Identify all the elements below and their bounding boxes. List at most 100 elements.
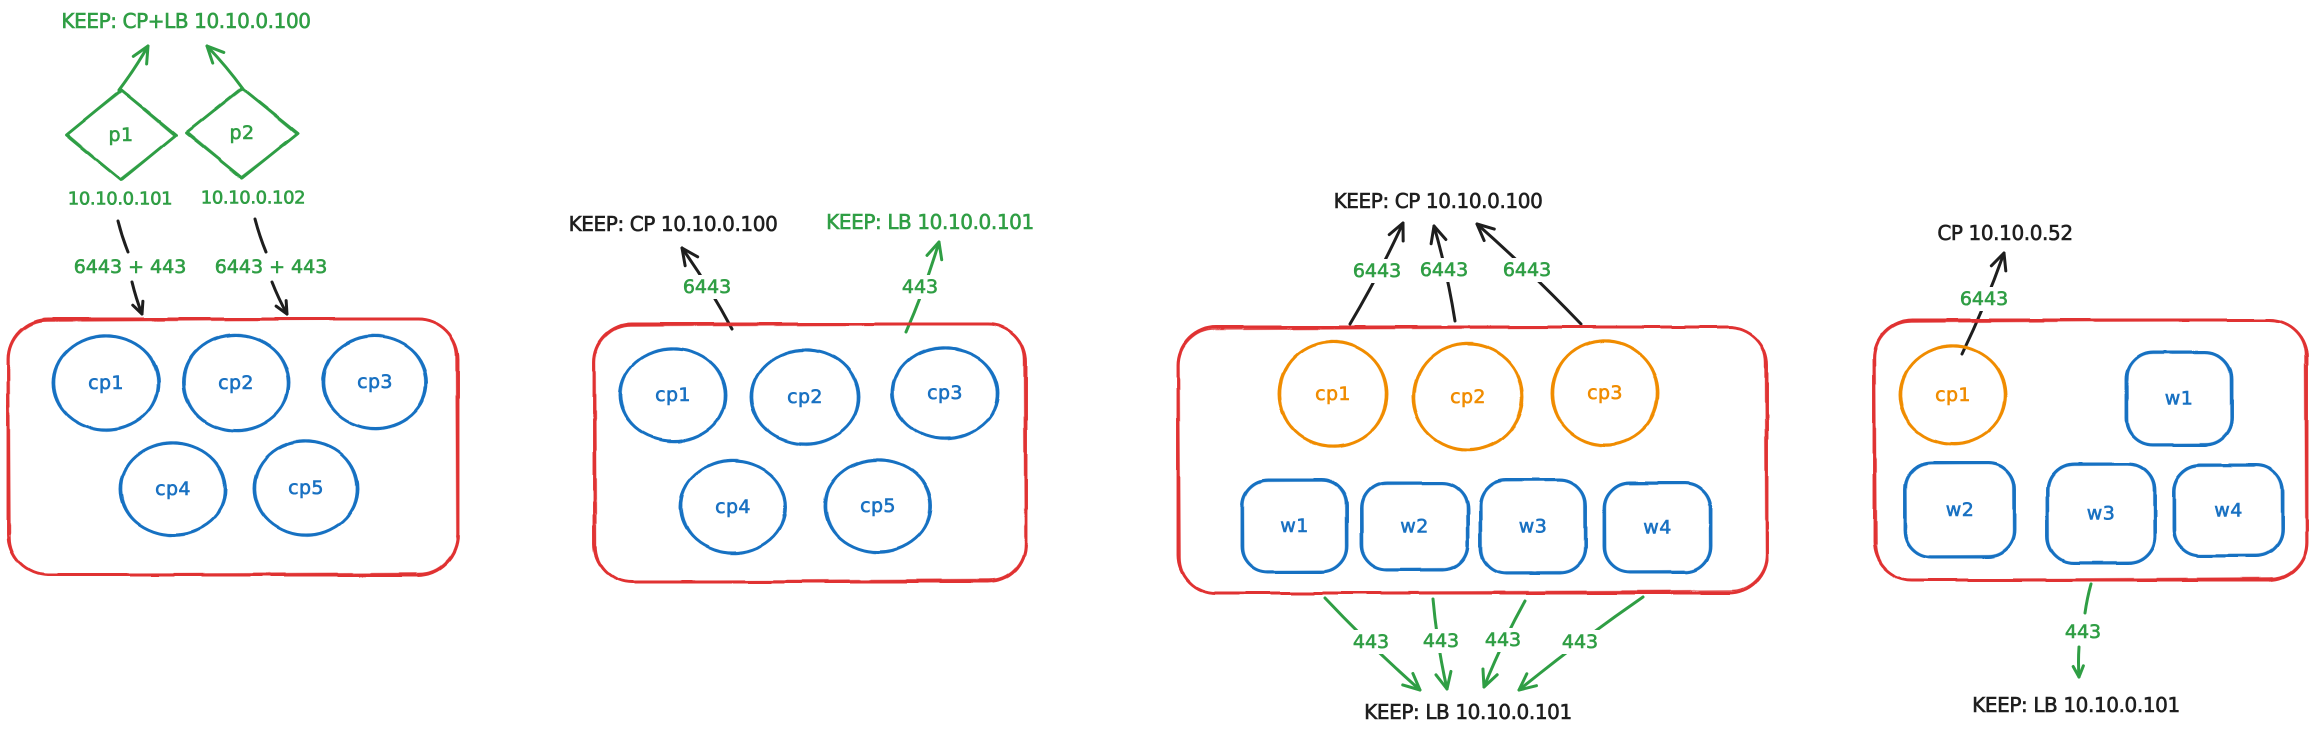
arrow-p1-to-vip-head <box>131 44 150 66</box>
line-p2-to-ports-shaft <box>253 217 268 254</box>
node-w1-shape-overdraw <box>1242 480 1347 572</box>
node-w3-shape <box>1478 478 1588 575</box>
node-cp1-label: cp1 <box>1935 384 1971 406</box>
keep-lb-vip-label-wrap: KEEP: LB 10.10.0.101 <box>1364 700 1573 725</box>
node-cp4: cp4 <box>678 459 788 555</box>
port-443-label-4: 443 <box>1562 631 1598 653</box>
keep-lb-vip-label: KEEP: LB 10.10.0.101 <box>1972 693 2180 717</box>
node-cp2-label: cp2 <box>787 386 823 408</box>
node-cp4-shape-overdraw <box>680 459 786 555</box>
node-p1: p1 <box>64 88 178 182</box>
port-443-label-4-bg <box>1558 630 1602 654</box>
keep-cp-vip-label-wrap: KEEP: CP 10.10.0.100 <box>1333 189 1543 214</box>
arrow-cp1-to-cp-vip-head <box>1387 221 1405 243</box>
node-cp3: cp3 <box>1550 339 1660 447</box>
port-443-label-2: 443 <box>1423 630 1459 652</box>
node-cp2-shape <box>181 333 291 433</box>
line-cluster-to-port <box>2083 582 2093 615</box>
node-cp1-label: cp1 <box>88 372 124 394</box>
keep-cp-vip-label: KEEP: CP 10.10.0.100 <box>569 212 778 236</box>
node-cp1: cp1 <box>618 347 728 443</box>
node-w1-label: w1 <box>2165 388 2193 410</box>
node-cp3-label: cp3 <box>927 382 963 404</box>
node-cp3-shape-overdraw <box>1552 339 1658 447</box>
ip-p2-label-wrap: 10.10.0.102 <box>201 187 306 209</box>
node-w4-shape <box>1602 481 1713 574</box>
arrow-cp3-to-cp-vip-head <box>1475 222 1496 243</box>
node-w3-shape-overdraw <box>2047 464 2155 563</box>
ip-p2-label: 10.10.0.102 <box>201 188 305 209</box>
node-cp3-label: cp3 <box>1587 382 1623 404</box>
node-w3-shape-overdraw <box>1480 480 1586 573</box>
cluster-box-2 <box>592 322 1028 584</box>
ports-p2-label: 6443 + 443 <box>215 256 328 278</box>
node-w4-label: w4 <box>2214 500 2242 522</box>
node-cp4-label: cp4 <box>715 496 751 518</box>
node-cp1: cp1 <box>1277 340 1389 448</box>
port-6443-label-wrap: 6443 <box>679 275 735 299</box>
node-w2: w2 <box>1903 461 2017 559</box>
node-cp3: cp3 <box>890 346 1000 440</box>
node-w2-shape <box>1903 461 2017 559</box>
node-w1-label: w1 <box>1280 515 1308 537</box>
arrow-w2-to-lb-vip-head <box>1434 669 1453 691</box>
port-443-label-4-wrap: 443 <box>1558 630 1602 654</box>
node-cp5: cp5 <box>823 458 933 554</box>
node-w3-label: w3 <box>2087 503 2115 525</box>
node-w3: w3 <box>1478 478 1588 575</box>
line-p2-to-ports <box>253 217 268 254</box>
port-443-label-2-wrap: 443 <box>1419 629 1463 653</box>
node-cp5-label: cp5 <box>288 477 324 499</box>
arrow-port-to-lb-vip <box>2071 645 2085 679</box>
keep-lb-vip-label: KEEP: LB 10.10.0.101 <box>826 210 1034 234</box>
node-w4: w4 <box>1602 481 1713 574</box>
cp-ip-label-wrap: CP 10.10.0.52 <box>1937 221 2073 246</box>
port-443-label-3: 443 <box>1485 629 1521 651</box>
arrow-p2-to-vip <box>205 44 245 91</box>
port-6443-label-bg <box>1956 287 2012 311</box>
node-w4-shape-overdraw <box>1604 483 1711 572</box>
node-cp1-shape-overdraw <box>620 347 726 443</box>
node-cp1: cp1 <box>1898 344 2008 446</box>
node-cp5-shape-overdraw <box>254 439 358 537</box>
ports-p1-label-wrap: 6443 + 443 <box>73 256 186 279</box>
node-cp1-label: cp1 <box>655 384 691 406</box>
port-443-label-1-bg <box>1349 630 1393 654</box>
port-443-label-bg <box>898 275 942 299</box>
node-p1-shape-overdraw <box>66 90 176 180</box>
node-cp2-label: cp2 <box>218 372 254 394</box>
port-6443-label-1-bg <box>1349 259 1405 283</box>
node-p2-label: p2 <box>230 122 255 144</box>
port-6443-label-3: 6443 <box>1503 259 1551 281</box>
node-cp1-shape <box>1277 340 1389 448</box>
port-443-label-wrap: 443 <box>898 275 942 299</box>
cluster-box-2-shape-overdraw <box>594 323 1026 583</box>
node-w1-shape-overdraw <box>2126 352 2232 445</box>
node-cp5-label: cp5 <box>860 495 896 517</box>
cluster-box-2-shape <box>592 322 1028 584</box>
cluster-box-4 <box>1872 318 2309 582</box>
node-cp2: cp2 <box>749 348 861 446</box>
cluster-box-1-shape-overdraw <box>8 318 458 576</box>
keep-cp-lb-vip-label: KEEP: CP+LB 10.10.0.100 <box>61 9 310 33</box>
node-cp2-shape-overdraw <box>1413 342 1523 452</box>
node-cp3: cp3 <box>321 334 429 430</box>
node-w3-shape <box>2045 462 2157 565</box>
cluster-box-1-shape <box>6 317 460 577</box>
arrow-p1-to-vip <box>117 44 150 92</box>
port-443-label-wrap: 443 <box>2065 621 2102 644</box>
cp-ip-label: CP 10.10.0.52 <box>1937 221 2072 245</box>
port-6443-label: 6443 <box>1960 288 2008 310</box>
node-cp2: cp2 <box>1411 342 1525 452</box>
node-cp1-shape <box>51 334 161 432</box>
node-cp4-label: cp4 <box>155 478 191 500</box>
line-cluster-to-port-shaft <box>2083 582 2093 615</box>
node-cp4-shape-overdraw <box>120 441 226 537</box>
port-6443-label-1: 6443 <box>1353 260 1401 282</box>
node-w2-label: w2 <box>1946 499 1974 521</box>
node-w2-shape-overdraw <box>1361 483 1468 570</box>
port-443-label-2-bg <box>1419 629 1463 653</box>
node-cp3-shape <box>1550 339 1660 447</box>
